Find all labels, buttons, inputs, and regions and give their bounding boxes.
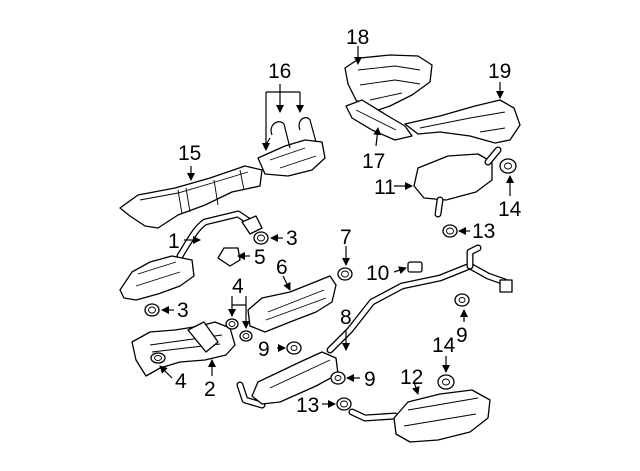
sensor-10	[407, 261, 423, 273]
rubber-hanger-9b	[330, 371, 346, 385]
rubber-hanger-9c	[454, 293, 470, 307]
callout-17: 17	[362, 150, 385, 173]
callout-3-lower: 3	[177, 299, 189, 322]
intermediate-pipe	[236, 244, 513, 409]
gasket-4-upper	[225, 318, 253, 342]
center-muffler	[413, 146, 502, 218]
gasket-7	[337, 267, 353, 281]
callout-7: 7	[340, 226, 352, 249]
gasket-4-lower	[150, 352, 166, 364]
gasket-13-lower	[336, 397, 352, 411]
front-heat-shield	[119, 165, 263, 229]
rear-muffler	[348, 389, 491, 443]
heat-shield-18	[344, 54, 433, 113]
callout-4-lower: 4	[175, 370, 187, 393]
upper-heat-shield-with-hangers	[257, 117, 326, 177]
gasket-13-upper	[442, 224, 458, 238]
rubber-hanger-9a	[286, 341, 302, 355]
bracket-5	[217, 247, 241, 267]
callout-14-upper: 14	[498, 198, 522, 221]
heat-shield-17	[345, 99, 413, 141]
callout-11: 11	[374, 176, 396, 199]
callout-10: 10	[366, 262, 389, 285]
callout-12: 12	[400, 366, 423, 389]
callout-1: 1	[168, 230, 180, 253]
callout-15: 15	[178, 142, 201, 165]
heat-shield-19	[404, 99, 521, 144]
callout-9-left: 9	[258, 338, 270, 361]
gasket-3-lower	[144, 303, 160, 317]
exhaust-manifold	[131, 321, 236, 377]
catalytic-converter	[247, 275, 337, 333]
callout-6: 6	[276, 256, 288, 279]
callout-19: 19	[488, 60, 511, 83]
callout-8: 8	[340, 306, 352, 329]
callout-4-upper: 4	[232, 275, 244, 298]
rubber-hanger-14-lower	[437, 374, 455, 390]
callout-labels: 1 2 3 3 4 4 5 6 7 8 9 9 9 10 11 12 13 13…	[168, 26, 522, 417]
gasket-3-upper	[253, 231, 269, 245]
callout-2: 2	[204, 378, 216, 401]
callout-13-lower: 13	[296, 394, 319, 417]
callout-3-upper: 3	[286, 227, 298, 250]
callout-9-center: 9	[364, 368, 376, 391]
callout-13-upper: 13	[472, 220, 495, 243]
leader-lines	[159, 46, 514, 408]
rubber-hanger-14-upper	[499, 158, 517, 174]
callout-14-lower: 14	[432, 334, 456, 357]
callout-9-right: 9	[456, 324, 468, 347]
front-pipe-with-converter	[119, 210, 263, 301]
callout-16: 16	[268, 60, 291, 83]
callout-5: 5	[254, 246, 266, 269]
callout-18: 18	[346, 26, 369, 49]
